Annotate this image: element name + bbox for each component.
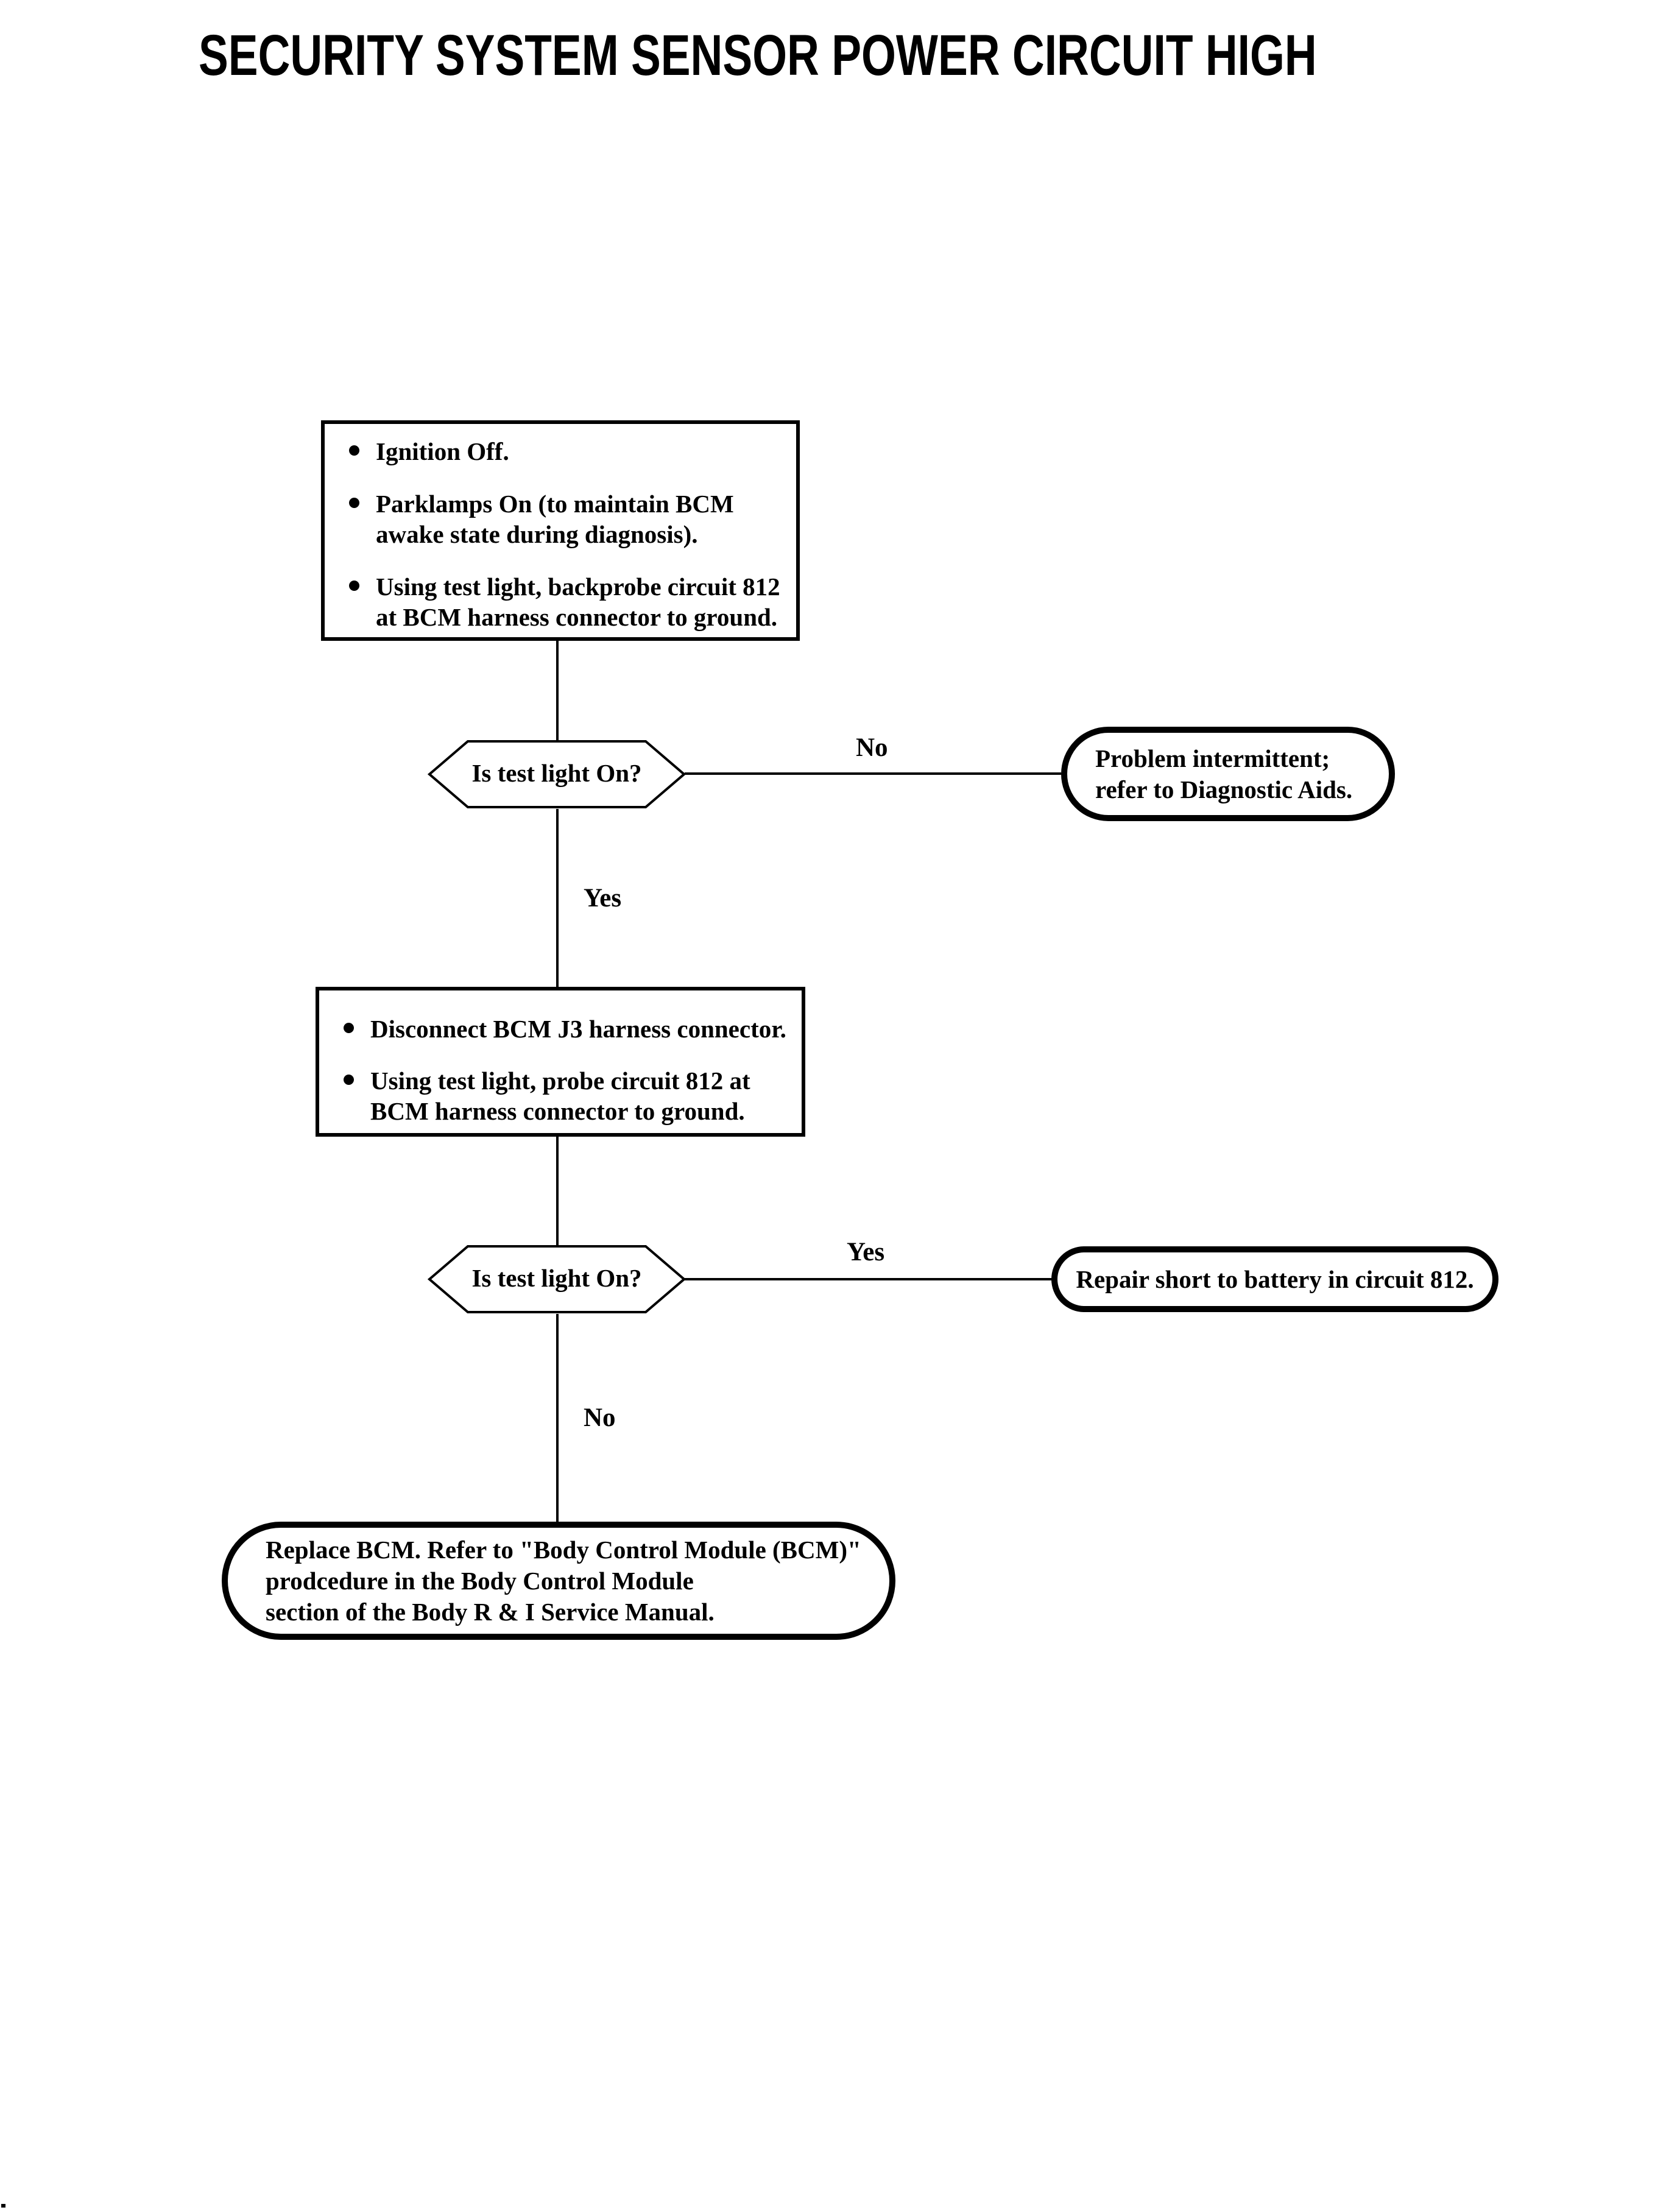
- decision1-hexagon: Is test light On?: [428, 740, 686, 809]
- connector-decision1-yes: [556, 809, 559, 987]
- decision1-no-label: No: [856, 733, 888, 762]
- bullet-icon: [349, 498, 359, 508]
- bullet-icon: [349, 445, 359, 456]
- decision2-question: Is test light On?: [471, 1264, 642, 1292]
- hexagon-outline-icon: [428, 740, 686, 808]
- connector-decision1-no: [685, 772, 1061, 775]
- outcome-repair-text: Repair short to battery in circuit 812.: [1076, 1265, 1474, 1293]
- decision2-hexagon: Is test light On?: [428, 1244, 686, 1314]
- scan-artifact-dot: [1, 2204, 5, 2208]
- decision1-yes-label: Yes: [584, 884, 622, 913]
- outcome-intermittent-terminator: Problem intermittent; refer to Diagnosti…: [1061, 727, 1395, 821]
- step1-bullet-1-text: Ignition Off.: [376, 437, 509, 465]
- hexagon-outline-icon: [428, 1245, 686, 1313]
- page-title: SECURITY SYSTEM SENSOR POWER CIRCUIT HIG…: [199, 23, 1317, 88]
- step2-bullet-2: Using test light, probe circuit 812 at B…: [344, 1065, 789, 1126]
- connector-decision2-no: [556, 1314, 559, 1522]
- bullet-icon: [344, 1023, 354, 1033]
- step1-bullet-3-text: Using test light, backprobe circuit 812 …: [376, 573, 780, 631]
- step2-bullet-2-text: Using test light, probe circuit 812 at B…: [370, 1067, 750, 1125]
- connector-decision2-yes: [685, 1278, 1056, 1280]
- decision2-yes-label: Yes: [847, 1238, 885, 1266]
- step2-bullet-1-text: Disconnect BCM J3 harness connector.: [370, 1015, 786, 1043]
- decision2-no-label: No: [584, 1403, 616, 1432]
- outcome-repair-terminator: Repair short to battery in circuit 812.: [1051, 1246, 1498, 1312]
- outcome-replace-text: Replace BCM. Refer to "Body Control Modu…: [266, 1535, 861, 1626]
- step2-process-box: Disconnect BCM J3 harness connector. Usi…: [316, 987, 805, 1137]
- bullet-icon: [344, 1075, 354, 1085]
- outcome-intermittent-text: Problem intermittent; refer to Diagnosti…: [1095, 744, 1353, 803]
- step1-bullet-1: Ignition Off.: [349, 436, 784, 467]
- decision1-question: Is test light On?: [471, 759, 642, 787]
- connector-step1-to-decision1: [556, 641, 559, 741]
- step1-bullet-2-text: Parklamps On (to maintain BCM awake stat…: [376, 490, 734, 548]
- step1-bullet-2: Parklamps On (to maintain BCM awake stat…: [349, 489, 784, 549]
- step1-process-box: Ignition Off. Parklamps On (to maintain …: [321, 420, 800, 641]
- bullet-icon: [349, 581, 359, 591]
- outcome-replace-terminator: Replace BCM. Refer to "Body Control Modu…: [222, 1522, 895, 1640]
- step1-bullet-3: Using test light, backprobe circuit 812 …: [349, 571, 784, 632]
- step2-bullet-1: Disconnect BCM J3 harness connector.: [344, 1014, 789, 1044]
- connector-step2-to-decision2: [556, 1135, 559, 1245]
